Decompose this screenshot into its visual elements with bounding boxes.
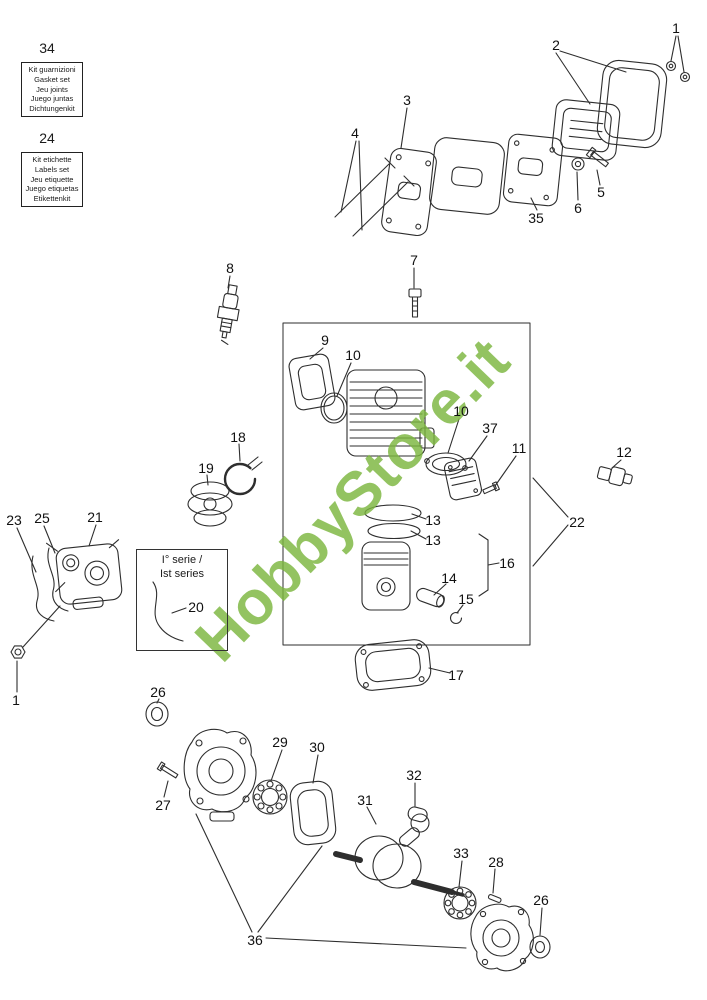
part-label-21: 21 [87,509,103,525]
oring-10-shape [320,392,348,424]
part-label-14: 14 [441,570,457,586]
spark-plug-8-shape [216,284,240,345]
screws-4-shape [334,157,415,237]
muffler-body-shape [429,137,505,215]
part-label-35: 35 [528,210,544,226]
cylinder-group-box [282,322,531,646]
labels-kit-line-5: Etikettenkit [33,194,71,203]
part-label-29: 29 [272,734,288,750]
piston-rings-13-shape [364,504,422,540]
part-label-18: 18 [230,429,246,445]
part-label-17: 17 [448,667,464,683]
part-label-7: 7 [410,252,418,268]
part-label-2: 2 [552,37,560,53]
clamp-18-shape [223,456,263,496]
part-label-9: 9 [321,332,329,348]
first-series-box: I° serie / Ist series [136,549,228,651]
labels-kit-number: 24 [39,130,55,146]
part-label-26-lower: 26 [533,892,549,908]
gasket-kit-line-1: Kit guarnizioni [28,65,76,74]
washer-6-shape [571,157,585,171]
bearing-33-shape [443,886,477,920]
exhaust-gasket-3-shape [381,147,437,237]
part-label-1-bottom: 1 [12,692,20,708]
carburetor-21-shape [46,539,123,610]
labels-kit-line-1: Kit etichette [32,155,72,164]
screw-11-shape [482,481,500,495]
gasket-kit-line-3: Jeu joints [36,84,68,94]
part-label-15: 15 [458,591,474,607]
muffler-deflector-shape [551,99,621,161]
muffler-cover-shape [596,59,668,149]
oil-seal-26-upper-shape [145,701,169,727]
piston-shape [361,541,411,611]
bearing-29-shape [252,779,288,815]
series-label-line1: I° serie / [161,554,203,566]
part-label-16: 16 [499,555,515,571]
crankcase-right-shape [470,903,534,972]
intake-boot-19-shape [187,481,233,527]
part-label-31: 31 [357,792,373,808]
part-label-32: 32 [406,767,422,783]
decomp-valve-12-shape [596,466,633,487]
heat-gasket-9-shape [288,353,336,411]
screw-5-shape [585,146,609,168]
labels-kit-line-3: Jeu etiquette [30,174,74,184]
cylinder-10-shape [346,369,435,457]
gasket-kit-number: 34 [39,40,55,56]
labels-kit-box: Kit etichette Labels set Jeu etiquette J… [21,152,83,207]
part-label-4: 4 [351,125,359,141]
part-label-13-upper: 13 [425,512,441,528]
base-gasket-17-shape [354,639,432,691]
part-label-1-top: 1 [672,20,680,36]
labels-kit-line-4: Juego etiquetas [25,184,79,194]
fasteners-1-shape [665,60,691,83]
fuel-hose-23-shape [31,555,55,622]
part-label-20: 20 [188,599,204,615]
fuel-hose-20-shape [152,581,184,642]
part-label-30: 30 [309,739,325,755]
part-label-27: 27 [155,797,171,813]
part-label-19: 19 [198,460,214,476]
part-label-13-lower: 13 [425,532,441,548]
gasket-kit-box: Kit guarnizioni Gasket set Jeu joints Ju… [21,62,83,117]
series-label-line2: Ist series [159,567,204,580]
nut-1-shape [10,645,26,659]
part-label-36: 36 [247,932,263,948]
part-label-23: 23 [6,512,22,528]
part-label-37: 37 [482,420,498,436]
gasket-kit-line-2: Gasket set [34,74,70,84]
crankcase-left-shape [183,728,257,822]
oil-seal-26-lower-shape [529,935,551,959]
part-label-10-upper: 10 [345,347,361,363]
bolt-7-shape [408,288,422,318]
key-28-shape [487,894,502,903]
rod-bearing-32-shape [407,806,428,823]
part-label-33: 33 [453,845,469,861]
part-label-11: 11 [511,440,527,456]
labels-kit-line-2: Labels set [34,164,70,174]
piston-pin-14-shape [416,587,445,608]
part-label-28: 28 [488,854,504,870]
valve-cover-37-shape [443,457,483,501]
pin-clip-15-shape [449,611,463,625]
part-label-8: 8 [226,260,234,276]
part-label-5: 5 [597,184,605,200]
part-label-22: 22 [569,514,585,530]
part-label-26-upper: 26 [150,684,166,700]
gasket-kit-line-4: Juego juntas [30,94,74,104]
part-label-10-lower: 10 [453,403,469,419]
muffler-plate-35-shape [502,133,564,207]
crankshaft-31-shape [333,813,465,897]
part-label-3: 3 [403,92,411,108]
screw-27-shape [156,761,179,779]
fuel-hose-25-shape [47,547,69,612]
part-label-6: 6 [574,200,582,216]
part-label-25: 25 [34,510,50,526]
part-label-12: 12 [616,444,632,460]
gasket-kit-line-5: Dichtungenkit [29,104,75,113]
crankcase-gasket-30-shape [289,780,337,846]
